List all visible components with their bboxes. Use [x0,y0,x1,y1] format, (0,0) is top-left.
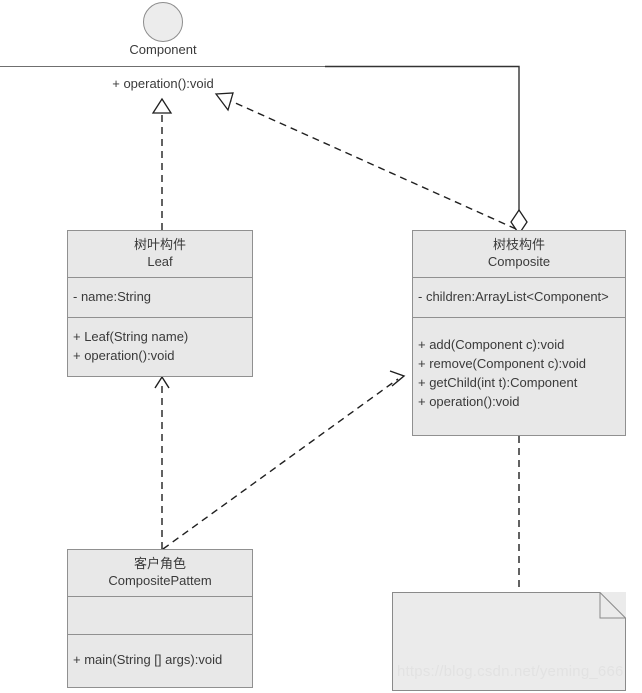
class-attributes-client [68,597,252,636]
class-operations-composite: + add(Component c):void + remove(Compone… [413,318,625,435]
operation-row: + Leaf(String name) [73,329,189,345]
class-box-client[interactable]: 客户角色 CompositePattem + main(String [] ar… [67,549,253,688]
operation-row: + main(String [] args):void [73,652,223,668]
realization-triangle-icon-leaf [151,97,173,114]
class-header-composite: 树枝构件 Composite [413,231,625,279]
interface-name-label: Component [129,42,197,57]
realization-edge-composite-component [230,100,517,230]
note-code-body: public void operation(){ for(Object obj … [398,654,620,691]
interface-operation-label: + operation():void [112,76,214,91]
class-box-composite[interactable]: 树枝构件 Composite - children:ArrayList<Comp… [412,230,626,436]
operation-row: + remove(Component c):void [418,355,586,371]
attribute-row: - name:String [73,289,152,305]
dependency-edge-client-composite [162,378,399,550]
class-name-en-composite: Composite [487,253,551,269]
operation-row: + add(Component c):void [418,337,565,353]
class-operations-client: + main(String [] args):void [68,635,252,687]
class-attributes-leaf: - name:String [68,278,252,319]
class-box-leaf[interactable]: 树叶构件 Leaf - name:String + Leaf(String na… [67,230,253,377]
aggregation-edge-component-composite [325,65,520,211]
class-operations-leaf: + Leaf(String name) + operation():void [68,318,252,376]
operation-row: + operation():void [418,393,520,409]
open-arrow-icon-client-leaf [154,375,170,389]
class-header-client: 客户角色 CompositePattem [68,550,252,598]
class-name-en-leaf: Leaf [147,253,173,269]
interface-circle-icon [143,2,183,42]
realization-triangle-icon-composite [214,92,234,112]
attribute-row: - children:ArrayList<Component> [418,289,609,305]
operation-row: + getChild(int t):Component [418,374,578,390]
note-box-composite-operation: public void operation(){ for(Object obj … [392,592,626,691]
class-name-en-client: CompositePattem [108,572,212,588]
class-attributes-composite: - children:ArrayList<Component> [413,278,625,319]
class-name-cn-client: 客户角色 [133,556,186,571]
note-shape-icon [392,592,626,691]
class-name-cn-leaf: 树叶构件 [133,237,186,252]
class-header-leaf: 树叶构件 Leaf [68,231,252,279]
open-arrow-icon-client-composite [389,370,406,387]
operation-row: + operation():void [73,347,175,363]
class-name-cn-composite: 树枝构件 [492,237,545,252]
